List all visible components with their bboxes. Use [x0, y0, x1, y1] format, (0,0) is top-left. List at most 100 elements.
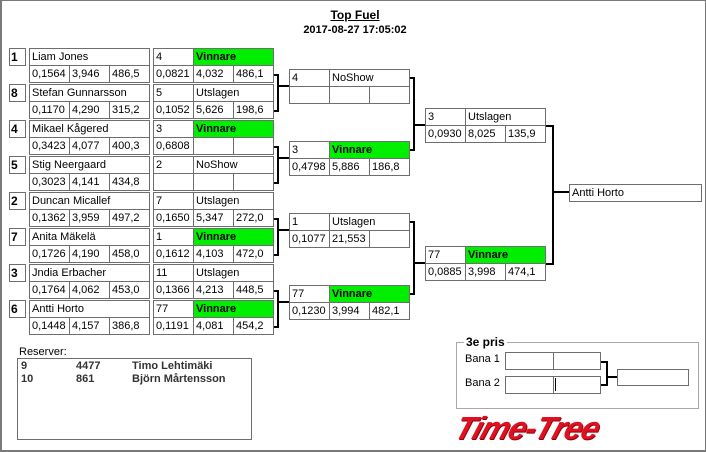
run-elapsed-time[interactable]: 5,626: [193, 101, 234, 119]
lane-number[interactable]: 3: [153, 120, 194, 138]
lane-number[interactable]: 7: [153, 192, 194, 210]
lane-number[interactable]: 11: [153, 264, 194, 282]
run-speed[interactable]: 198,6: [233, 101, 274, 119]
run-reaction-time[interactable]: 0,0930: [425, 125, 466, 143]
run-reaction-time[interactable]: 0,1366: [153, 281, 194, 299]
run-elapsed-time[interactable]: 3,998: [465, 263, 506, 281]
elapsed-time[interactable]: 4,157: [69, 317, 110, 335]
reaction-time[interactable]: 0,1726: [29, 245, 70, 263]
result-status[interactable]: Vinnare: [193, 120, 274, 138]
run-speed[interactable]: [233, 173, 274, 191]
run-elapsed-time[interactable]: 4,032: [193, 65, 234, 83]
lane-number[interactable]: 77: [153, 300, 194, 318]
third-lane1-field-b[interactable]: [553, 352, 601, 370]
elapsed-time[interactable]: 4,290: [69, 101, 110, 119]
run-elapsed-time[interactable]: 3,994: [329, 302, 370, 320]
lane-number[interactable]: 5: [153, 84, 194, 102]
run-reaction-time[interactable]: 0,1230: [289, 302, 330, 320]
result-status[interactable]: Utslagen: [193, 84, 274, 102]
speed[interactable]: 458,0: [109, 245, 150, 263]
elapsed-time[interactable]: 4,141: [69, 173, 110, 191]
reaction-time[interactable]: 0,1170: [29, 101, 70, 119]
reserves-list[interactable]: 9 4477 Timo Lehtimäki 10 861 Björn Mårte…: [17, 358, 252, 440]
result-status[interactable]: Vinnare: [193, 48, 274, 66]
result-status[interactable]: Utslagen: [193, 192, 274, 210]
third-lane1-field-a[interactable]: [505, 352, 554, 370]
driver-name[interactable]: Anita Mäkelä: [29, 228, 150, 246]
lane-number[interactable]: 77: [425, 246, 466, 264]
run-speed[interactable]: 482,1: [369, 302, 410, 320]
run-reaction-time[interactable]: 0,1052: [153, 101, 194, 119]
run-speed[interactable]: [369, 230, 410, 248]
lane-number[interactable]: 1: [289, 213, 330, 231]
reaction-time[interactable]: 0,1564: [29, 65, 70, 83]
lane-number[interactable]: 4: [289, 69, 330, 87]
lane-number[interactable]: 4: [153, 48, 194, 66]
elapsed-time[interactable]: 4,062: [69, 281, 110, 299]
speed[interactable]: 315,2: [109, 101, 150, 119]
result-status[interactable]: Vinnare: [193, 228, 274, 246]
run-reaction-time[interactable]: 0,4798: [289, 158, 330, 176]
driver-name[interactable]: Duncan Micallef: [29, 192, 150, 210]
result-status[interactable]: Vinnare: [329, 141, 410, 159]
lane-number[interactable]: 2: [153, 156, 194, 174]
speed[interactable]: 453,0: [109, 281, 150, 299]
run-speed[interactable]: 454,2: [233, 317, 274, 335]
driver-name[interactable]: Jndia Erbacher: [29, 264, 150, 282]
lane-number[interactable]: 3: [289, 141, 330, 159]
final-winner[interactable]: Antti Horto: [569, 184, 702, 202]
driver-name[interactable]: Liam Jones: [29, 48, 150, 66]
result-status[interactable]: Utslagen: [193, 264, 274, 282]
speed[interactable]: 497,2: [109, 209, 150, 227]
run-elapsed-time[interactable]: [193, 137, 234, 155]
result-status[interactable]: NoShow: [329, 69, 410, 87]
elapsed-time[interactable]: 4,077: [69, 137, 110, 155]
run-speed[interactable]: 474,1: [505, 263, 546, 281]
run-speed[interactable]: 135,9: [505, 125, 546, 143]
elapsed-time[interactable]: 4,190: [69, 245, 110, 263]
lane-number[interactable]: 77: [289, 285, 330, 303]
run-speed[interactable]: 186,8: [369, 158, 410, 176]
run-elapsed-time[interactable]: [193, 173, 234, 191]
run-elapsed-time[interactable]: 4,081: [193, 317, 234, 335]
result-status[interactable]: Utslagen: [465, 108, 546, 126]
run-reaction-time[interactable]: 0,1650: [153, 209, 194, 227]
run-reaction-time[interactable]: 0,1191: [153, 317, 194, 335]
result-status[interactable]: Utslagen: [329, 213, 410, 231]
lane-number[interactable]: 3: [425, 108, 466, 126]
run-reaction-time[interactable]: 0,1612: [153, 245, 194, 263]
result-status[interactable]: Vinnare: [193, 300, 274, 318]
result-status[interactable]: Vinnare: [329, 285, 410, 303]
reaction-time[interactable]: 0,1362: [29, 209, 70, 227]
run-elapsed-time[interactable]: 8,025: [465, 125, 506, 143]
run-reaction-time[interactable]: 0,6808: [153, 137, 194, 155]
run-reaction-time[interactable]: 0,1077: [289, 230, 330, 248]
run-elapsed-time[interactable]: [329, 86, 370, 104]
run-elapsed-time[interactable]: 5,347: [193, 209, 234, 227]
run-elapsed-time[interactable]: 4,103: [193, 245, 234, 263]
speed[interactable]: 400,3: [109, 137, 150, 155]
elapsed-time[interactable]: 3,946: [69, 65, 110, 83]
run-speed[interactable]: [369, 86, 410, 104]
lane-number[interactable]: 1: [153, 228, 194, 246]
run-speed[interactable]: [233, 137, 274, 155]
driver-name[interactable]: Stefan Gunnarsson: [29, 84, 150, 102]
run-speed[interactable]: 486,1: [233, 65, 274, 83]
run-speed[interactable]: 272,0: [233, 209, 274, 227]
result-status[interactable]: NoShow: [193, 156, 274, 174]
driver-name[interactable]: Stig Neergaard: [29, 156, 150, 174]
run-elapsed-time[interactable]: 4,213: [193, 281, 234, 299]
driver-name[interactable]: Antti Horto: [29, 300, 150, 318]
speed[interactable]: 434,8: [109, 173, 150, 191]
run-elapsed-time[interactable]: 5,886: [329, 158, 370, 176]
reaction-time[interactable]: 0,1448: [29, 317, 70, 335]
result-status[interactable]: Vinnare: [465, 246, 546, 264]
third-lane2-field-b[interactable]: [553, 376, 601, 394]
run-speed[interactable]: 448,5: [233, 281, 274, 299]
reaction-time[interactable]: 0,1764: [29, 281, 70, 299]
third-place-result-field[interactable]: [617, 369, 689, 386]
run-reaction-time[interactable]: [153, 173, 194, 191]
elapsed-time[interactable]: 3,959: [69, 209, 110, 227]
run-elapsed-time[interactable]: 21,553: [329, 230, 370, 248]
run-reaction-time[interactable]: [289, 86, 330, 104]
